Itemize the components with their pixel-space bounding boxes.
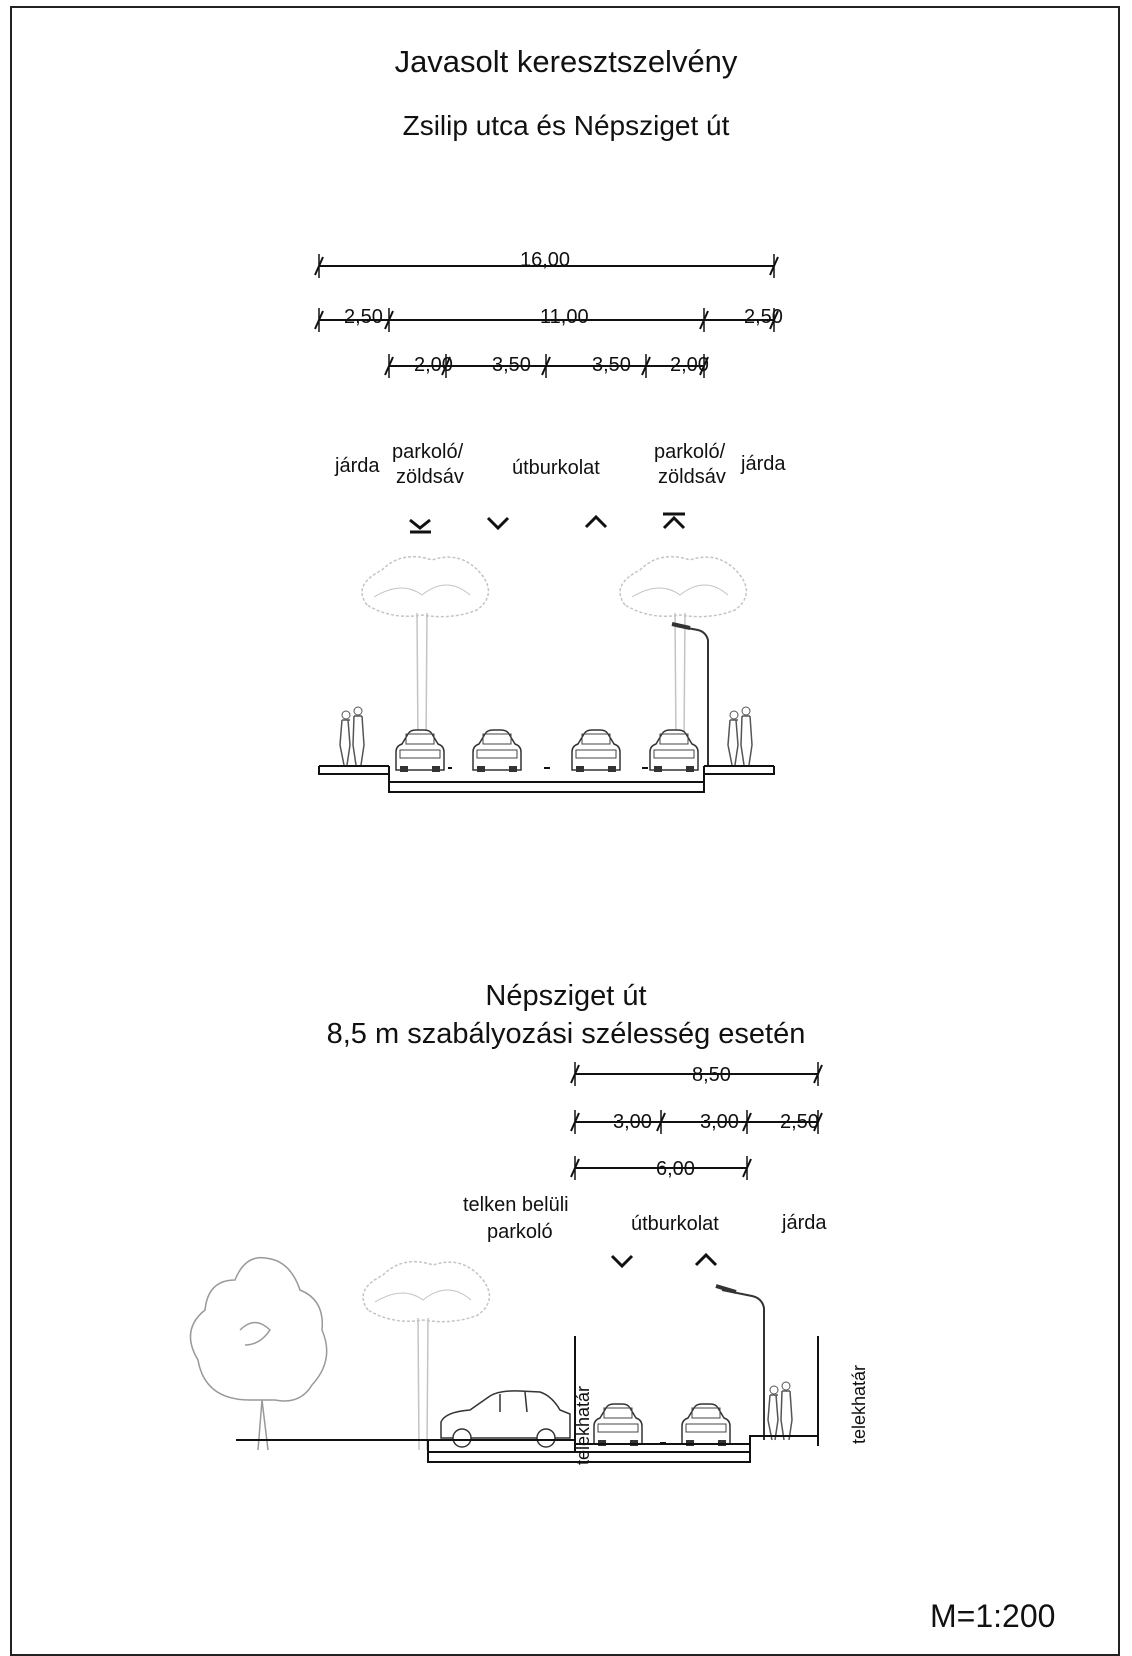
label-sidewalk-right: járda xyxy=(741,453,786,475)
label-parking-plot-2: parkoló xyxy=(487,1221,553,1243)
dim-left-sidewalk: 2,50 xyxy=(344,306,383,328)
dimension-line-row2-1 xyxy=(314,307,779,333)
main-title: Javasolt keresztszelvény xyxy=(394,44,738,79)
label-parking-right-2: zöldsáv xyxy=(658,466,726,488)
section2-subtitle: 8,5 m szabályozási szélesség esetén xyxy=(326,1018,806,1050)
deciduous-tree xyxy=(189,1256,328,1451)
label-parking-plot-1: telken belüli xyxy=(463,1194,569,1216)
car-side xyxy=(440,1390,571,1448)
label-sidewalk-left: járda xyxy=(335,455,380,477)
label-sidewalk-2: járda xyxy=(782,1212,827,1234)
label-parking-left-2: zöldsáv xyxy=(396,466,464,488)
section1-title: Zsilip utca és Népsziget út xyxy=(402,110,730,141)
scale-label: M=1:200 xyxy=(930,1598,1056,1634)
street-lamp-1 xyxy=(671,622,709,765)
direction-arrows-2 xyxy=(610,1252,718,1269)
street-lamp-2 xyxy=(715,1284,765,1440)
section2-title: Népsziget út xyxy=(485,980,647,1012)
dimension-line-row2-2 xyxy=(570,1109,823,1135)
dimension-line-total-2 xyxy=(570,1061,823,1087)
direction-arrows-1 xyxy=(409,512,686,534)
label-parking-right-1: parkoló/ xyxy=(654,441,726,463)
label-carriageway-2: útburkolat xyxy=(631,1213,719,1235)
road-section-1 xyxy=(318,765,775,793)
dimension-line-row3-2 xyxy=(570,1155,752,1181)
label-carriageway-1: útburkolat xyxy=(512,457,600,479)
dimension-line-row3-1 xyxy=(384,353,709,379)
dim-roadway-width: 11,00 xyxy=(540,306,589,328)
dimension-line-total-1 xyxy=(314,253,779,279)
road-section-2 xyxy=(236,1336,819,1463)
label-parking-left-1: parkoló/ xyxy=(392,441,464,463)
